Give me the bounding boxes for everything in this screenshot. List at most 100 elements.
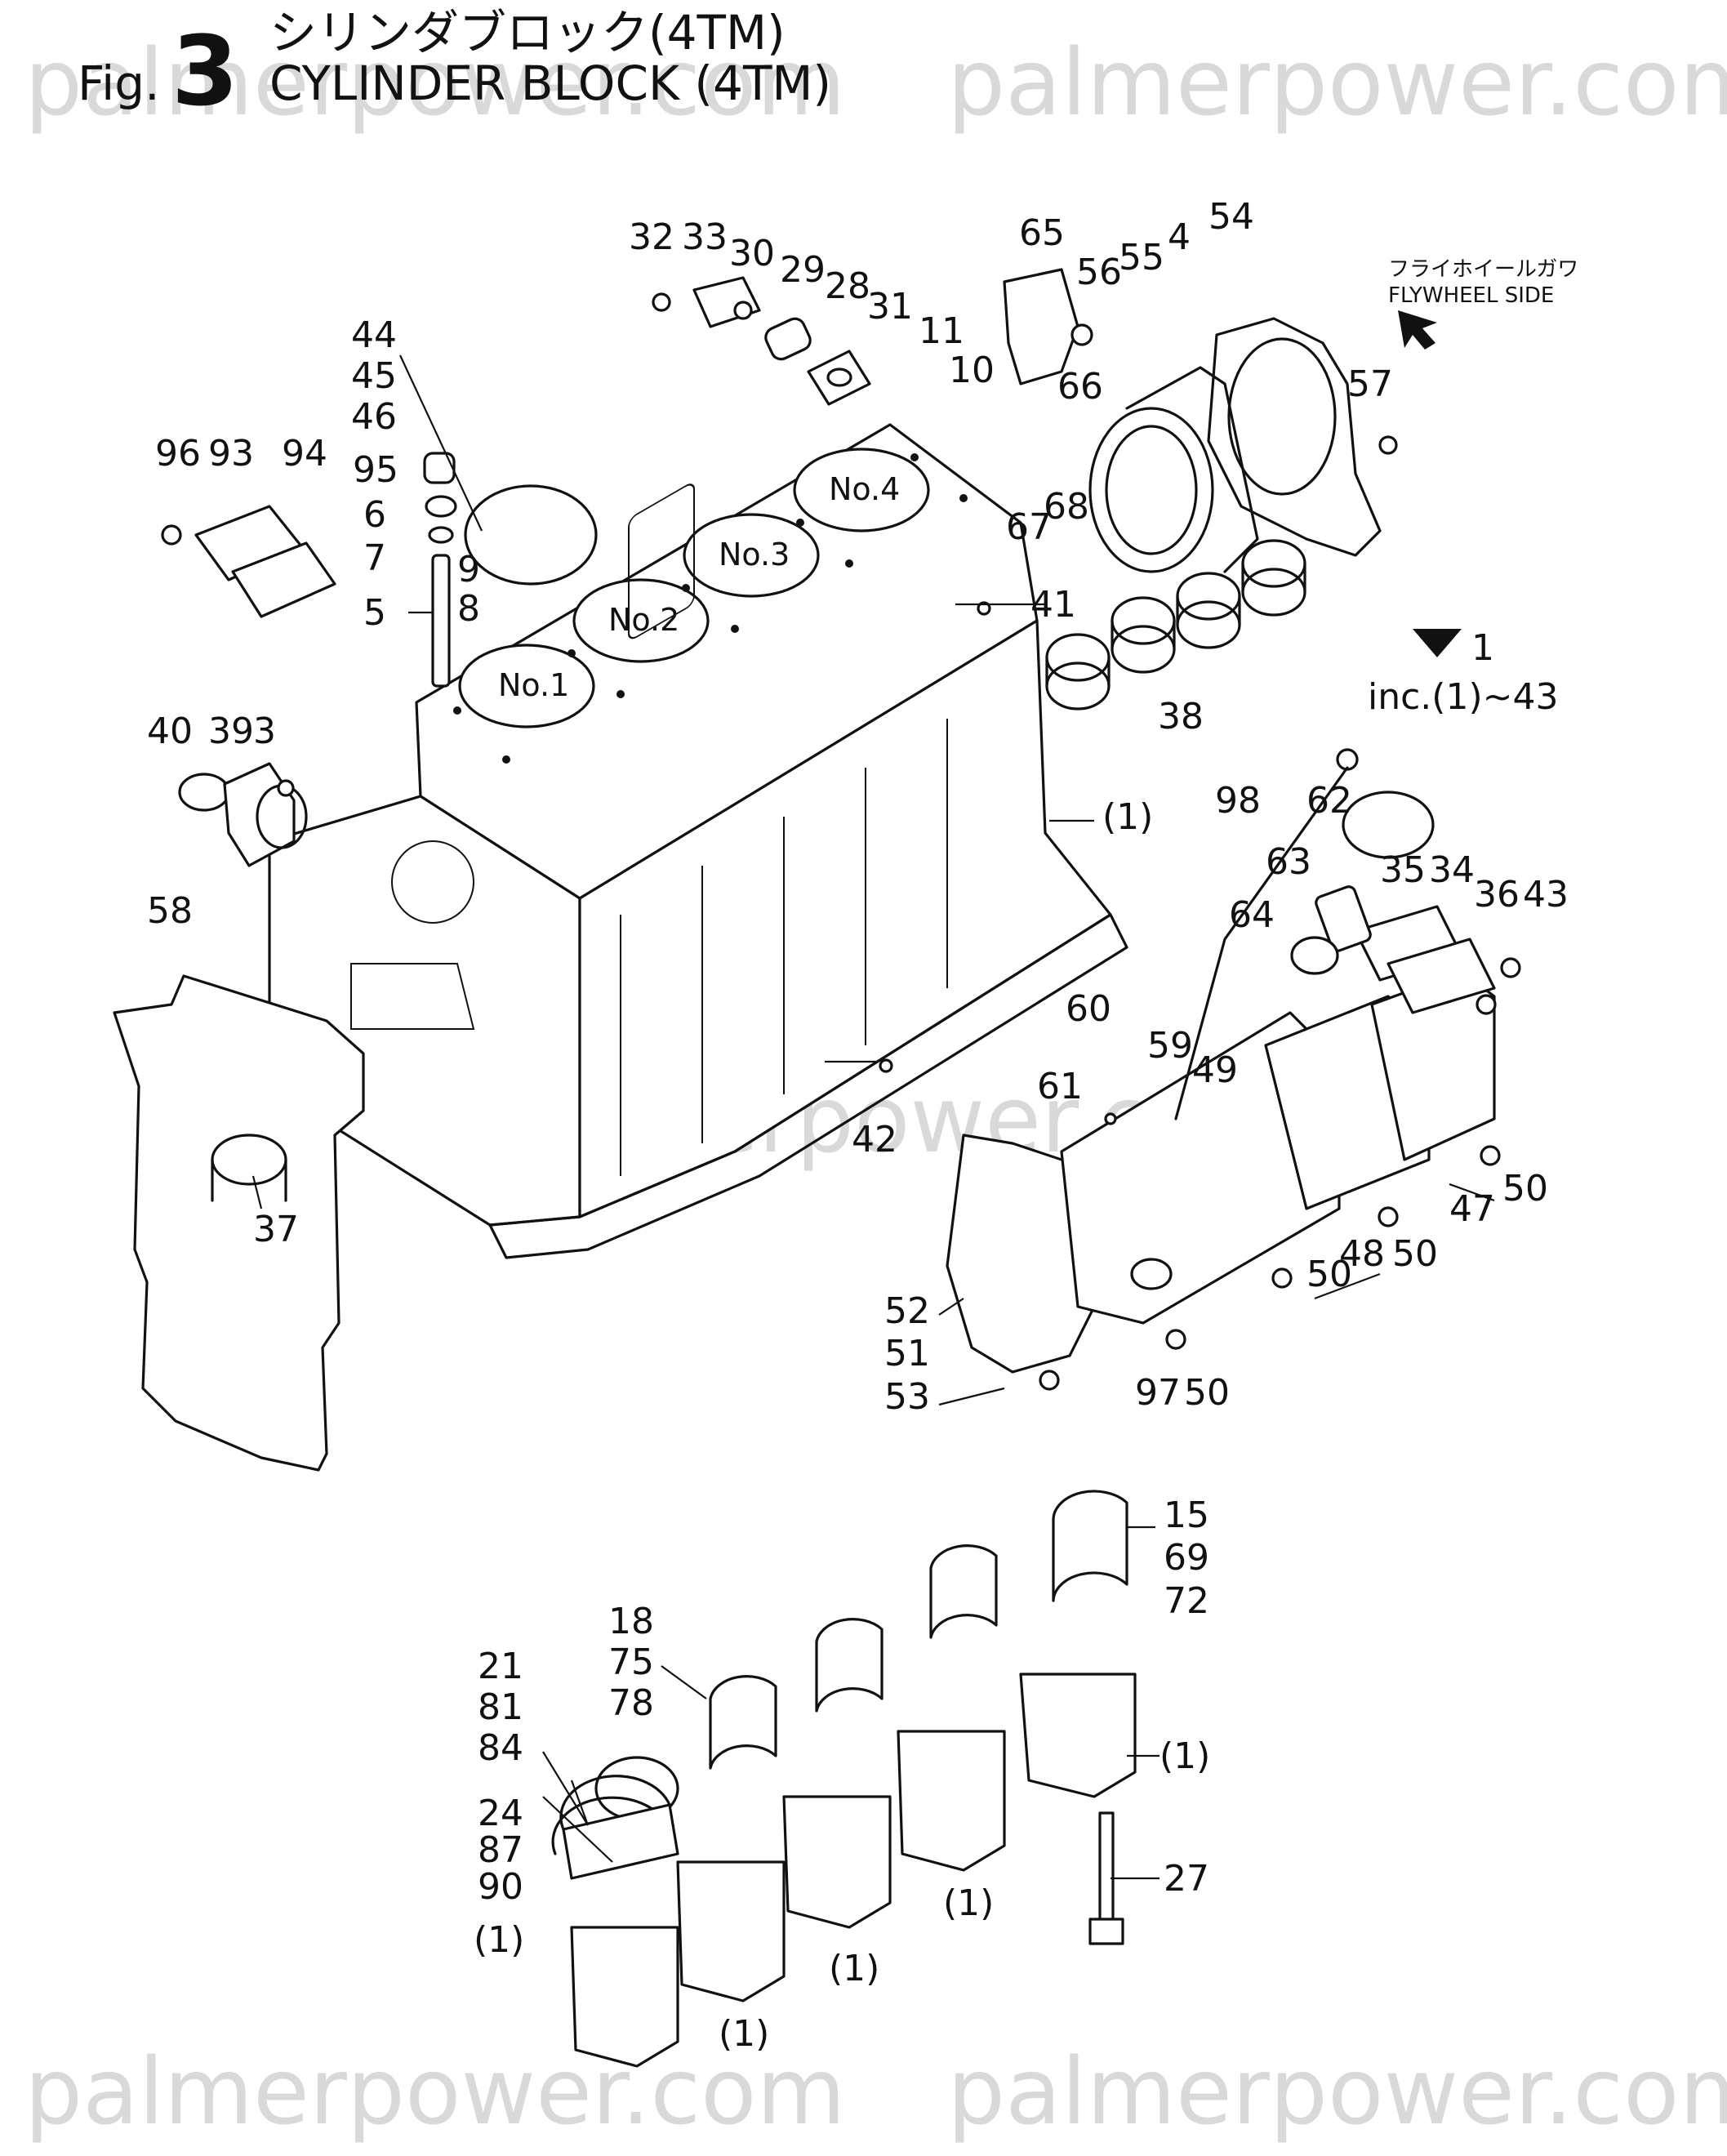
bracket-65	[1003, 268, 1079, 385]
callout: 90	[478, 1866, 523, 1908]
callout: 10	[949, 350, 995, 391]
callout: 52	[884, 1290, 930, 1332]
figure-title: Fig. 3 シリンダブロック(4TM) CYLINDER BLOCK (4TM…	[78, 5, 831, 127]
gasket-outline	[113, 974, 365, 1472]
callout: 38	[1158, 696, 1204, 737]
callout: 60	[1066, 988, 1111, 1030]
bore-1	[458, 644, 595, 728]
callout: 50	[1392, 1233, 1438, 1275]
dipstick-98	[1174, 766, 1349, 1120]
watermark: palmerpower.com	[24, 2039, 846, 2145]
callout: 63	[1266, 841, 1311, 883]
callout: 5	[363, 592, 386, 634]
callout: 94	[282, 433, 327, 474]
bore-4	[793, 448, 930, 532]
callout: 44	[351, 314, 397, 356]
title-english: CYLINDER BLOCK (4TM)	[269, 56, 831, 111]
callout: (1)	[474, 1919, 524, 1961]
small-parts-top	[652, 268, 1093, 406]
callout: 96	[155, 433, 201, 474]
callout: 62	[1306, 780, 1352, 822]
callout: (1)	[1159, 1735, 1210, 1777]
callout: 6	[363, 494, 386, 536]
callout: 75	[608, 1642, 654, 1683]
cylinder-label-4: No.4	[829, 471, 900, 507]
callout: 30	[729, 233, 775, 274]
bearing-cap	[897, 1730, 1006, 1872]
callout: 46	[351, 396, 397, 438]
watermark: palmerpower.com	[24, 30, 846, 136]
callout: 95	[353, 449, 398, 491]
bore-3	[683, 513, 820, 598]
callout: 24	[478, 1793, 523, 1834]
callout: 48	[1339, 1233, 1385, 1275]
gear-case	[946, 748, 1496, 1374]
triangle-icon	[1413, 629, 1462, 657]
fig-label: Fig.	[78, 56, 160, 111]
cap-62	[1342, 791, 1435, 859]
callout: 78	[608, 1682, 654, 1724]
bearing-caps	[570, 1673, 1137, 2068]
cover-plates-93-94	[161, 452, 598, 688]
callout: 93	[208, 433, 254, 474]
callout: 50	[1502, 1168, 1548, 1209]
cover-52	[946, 1134, 1096, 1374]
callout: 45	[351, 355, 397, 397]
flywheel-arrow-icon	[1398, 310, 1437, 350]
callout: 9	[457, 549, 480, 590]
cylinder-label-2: No.2	[608, 602, 679, 638]
callout: (1)	[829, 1948, 879, 1989]
callout: 32	[629, 216, 674, 258]
callout: 27	[1164, 1858, 1209, 1900]
callout: 51	[884, 1333, 930, 1374]
callout: 49	[1192, 1049, 1238, 1091]
block-base	[488, 913, 1128, 1259]
callout: 42	[852, 1119, 897, 1160]
watermark: palmerpower.com	[947, 30, 1727, 136]
callout: 54	[1208, 196, 1254, 238]
callout: (1)	[1102, 796, 1153, 838]
callout: 59	[1147, 1025, 1193, 1067]
callout: 35	[1380, 849, 1426, 891]
callout: 15	[1164, 1494, 1209, 1536]
callout: 57	[1347, 363, 1393, 405]
callout: 31	[867, 286, 913, 327]
callout: 58	[147, 890, 193, 932]
callout: 47	[1449, 1188, 1495, 1230]
callout: 61	[1037, 1066, 1083, 1107]
callout: 33	[682, 216, 728, 258]
flywheel-english: FLYWHEEL SIDE	[1388, 283, 1554, 308]
cylinder-block: No.1 No.2 No.3 No.4	[268, 423, 1128, 1259]
callout: 50	[1184, 1372, 1230, 1414]
bearing-cap	[782, 1795, 892, 1929]
callout: 18	[608, 1601, 654, 1642]
assembly-range: inc.(1)~43	[1368, 676, 1558, 718]
callout: 11	[919, 310, 964, 352]
callout: 40	[147, 710, 193, 752]
o-ring-44	[464, 484, 598, 586]
assembly-note: 1 inc.(1)~43	[1368, 627, 1558, 718]
callout: 28	[825, 265, 870, 307]
cylinder-label-1: No.1	[498, 667, 569, 703]
rear-seal-housing	[1088, 317, 1382, 573]
callout: 64	[1229, 894, 1275, 936]
callout: 50	[1306, 1254, 1352, 1295]
flywheel-japanese: フライホイールガワ	[1388, 257, 1578, 282]
bearing-cap	[570, 1926, 679, 2068]
leader-lines	[251, 354, 1495, 1880]
callout: (1)	[943, 1882, 994, 1924]
case-49	[1060, 1011, 1341, 1325]
callout: 67	[1006, 506, 1052, 548]
callout: 29	[780, 249, 826, 291]
assembly-number: 1	[1471, 627, 1494, 669]
callout: 41	[1030, 584, 1076, 626]
callout: 36	[1474, 874, 1520, 915]
title-japanese: シリンダブロック(4TM)	[269, 5, 786, 60]
callout: 66	[1057, 366, 1103, 408]
callout: 4	[1168, 216, 1191, 258]
callout: 69	[1164, 1537, 1209, 1579]
watermark: palmerpower.com	[947, 2039, 1727, 2145]
callout: 55	[1119, 237, 1164, 278]
callout: 87	[478, 1829, 523, 1871]
